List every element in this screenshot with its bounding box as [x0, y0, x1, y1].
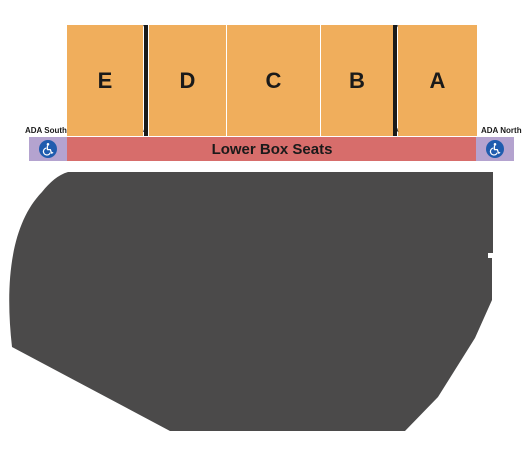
- section-e[interactable]: E: [67, 25, 143, 136]
- floor-shape: [9, 172, 493, 431]
- section-d[interactable]: D: [149, 25, 226, 136]
- aisle-left: [144, 25, 148, 136]
- lower-box-seats[interactable]: Lower Box Seats: [67, 137, 477, 161]
- ada-south-section[interactable]: [29, 137, 67, 161]
- row-marker-top-right: Y: [395, 25, 399, 31]
- row-marker-top-left: Y: [143, 25, 147, 31]
- section-c[interactable]: C: [227, 25, 320, 136]
- wheelchair-icon: [486, 140, 504, 158]
- section-b[interactable]: B: [321, 25, 393, 136]
- section-c-label: C: [265, 67, 282, 93]
- row-marker-bottom-left: A: [143, 128, 147, 134]
- section-a-label: A: [429, 67, 446, 93]
- row-marker-bottom-right: A: [395, 128, 399, 134]
- section-e-label: E: [97, 67, 113, 93]
- ada-north-section[interactable]: [476, 137, 514, 161]
- lower-box-seats-label: Lower Box Seats: [211, 140, 333, 158]
- ada-north-label: ADA North: [481, 126, 522, 135]
- ada-south-label: ADA South: [25, 126, 67, 135]
- section-b-label: B: [349, 67, 365, 93]
- section-a[interactable]: A: [398, 25, 477, 136]
- aisle-right: [393, 25, 397, 136]
- section-d-label: D: [179, 67, 196, 93]
- wheelchair-icon: [39, 140, 57, 158]
